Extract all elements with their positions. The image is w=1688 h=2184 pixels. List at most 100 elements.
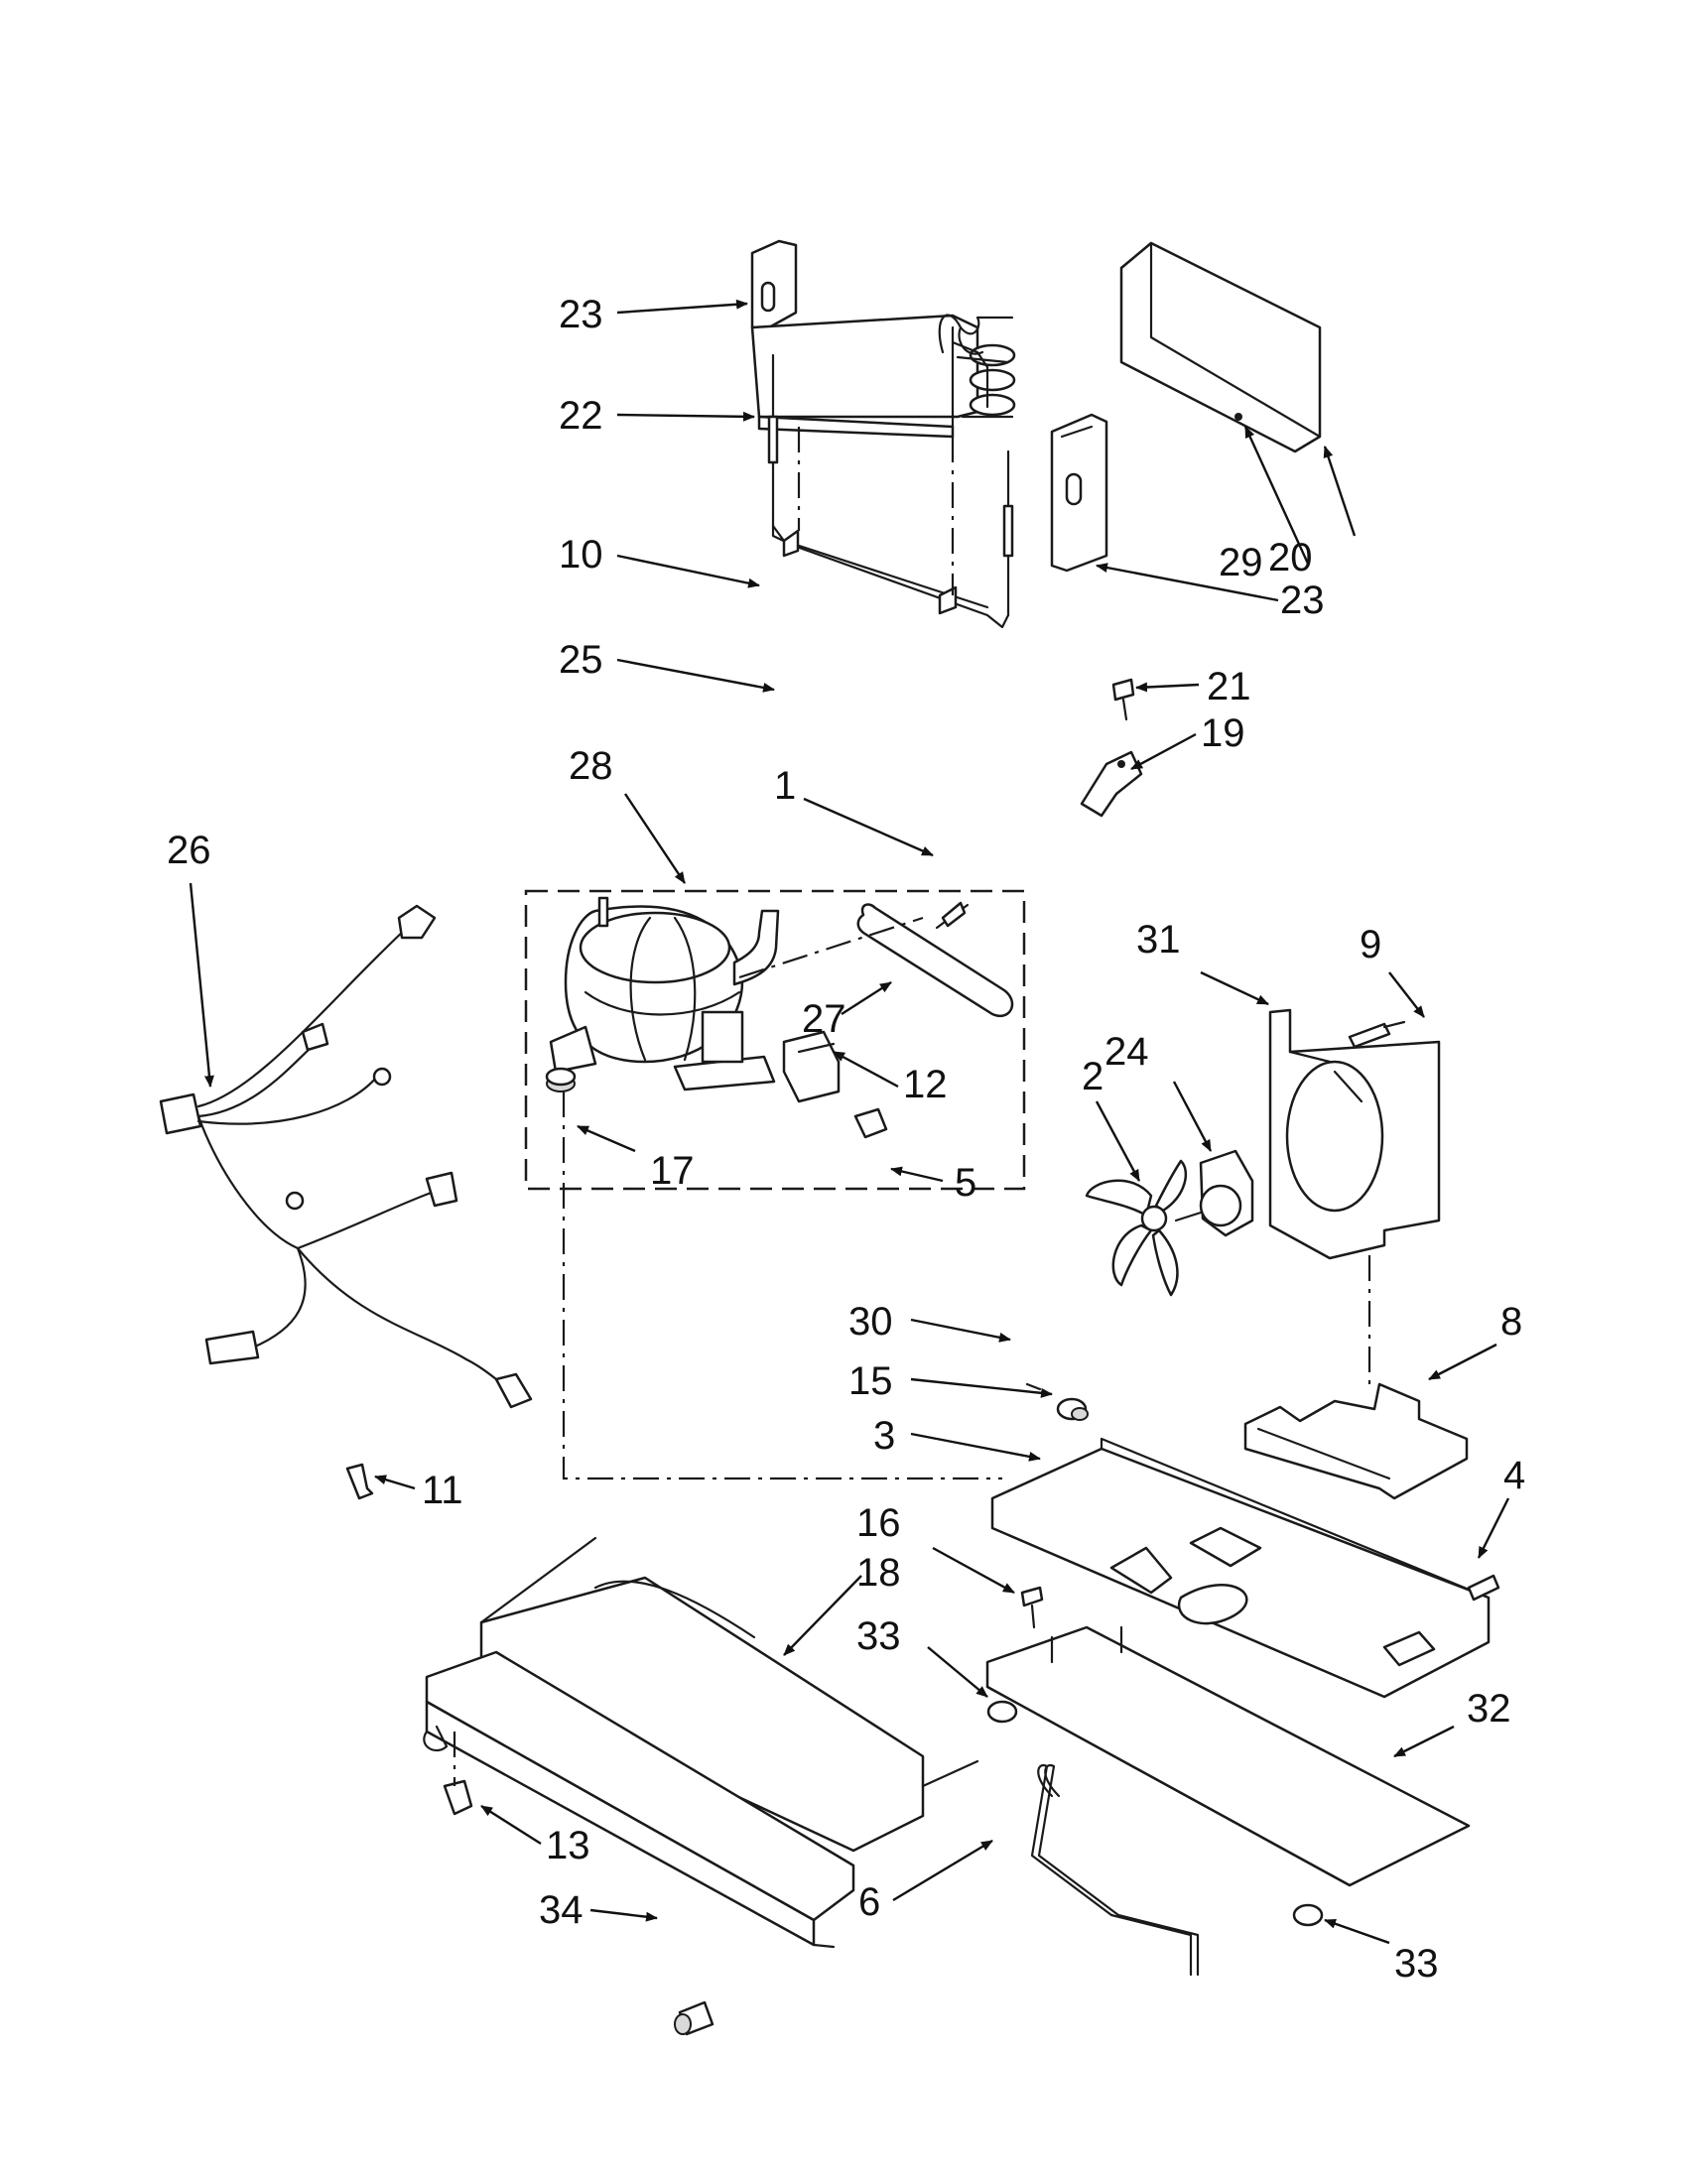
- screw-long: [935, 901, 970, 930]
- leader-9: [1388, 971, 1425, 1018]
- leader-5: [890, 1166, 944, 1183]
- callout-8: 8: [1500, 1300, 1522, 1344]
- callout-17: 17: [650, 1149, 695, 1193]
- leader-8: [1428, 1343, 1497, 1381]
- leader-10: [616, 554, 760, 588]
- callout-33-lower: 33: [1394, 1942, 1439, 1986]
- condenser-clip: [443, 1779, 473, 1816]
- leader-25: [616, 658, 775, 693]
- fan-blade: [1085, 1159, 1188, 1297]
- condenser-coil-tubes: [435, 1725, 449, 1748]
- defrost-heater: [771, 514, 1010, 629]
- leader-12: [833, 1050, 899, 1089]
- leader-33a: [927, 1646, 988, 1698]
- leader-23a: [616, 299, 748, 315]
- evaporator-cover: [1119, 241, 1322, 453]
- shroud-screw: [1348, 1020, 1406, 1049]
- callout-3: 3: [873, 1414, 895, 1458]
- compressor-kit-box: [524, 889, 1026, 1191]
- leader-11: [374, 1475, 416, 1490]
- leader-6: [892, 1839, 993, 1902]
- leader-27: [841, 980, 892, 1016]
- callout-21: 21: [1207, 665, 1251, 708]
- clip-small: [345, 1463, 374, 1500]
- leader-17: [577, 1124, 636, 1153]
- evaporator: [750, 314, 1016, 439]
- defrost-heater-rod: [767, 353, 1014, 617]
- leader-15: [910, 1377, 1053, 1398]
- leader-2: [1095, 1100, 1141, 1182]
- callout-29: 29: [1219, 541, 1263, 584]
- leader-30: [910, 1318, 1011, 1343]
- compressor: [549, 896, 780, 1092]
- base-plate-screw: [1467, 1574, 1500, 1602]
- leader-32: [1393, 1725, 1455, 1758]
- evaporator-tube-bundle: [951, 340, 1014, 419]
- machine-compartment-base: [1243, 1382, 1469, 1500]
- callout-32: 32: [1467, 1687, 1511, 1731]
- callout-2: 2: [1082, 1055, 1104, 1098]
- callout-13: 13: [546, 1824, 590, 1867]
- grommet: [545, 1067, 577, 1092]
- callout-30: 30: [848, 1300, 893, 1344]
- washer: [1025, 1382, 1042, 1391]
- callout-23-right: 23: [1280, 578, 1325, 622]
- leader-1: [803, 797, 934, 857]
- callout-12: 12: [903, 1063, 948, 1106]
- leader-22: [616, 411, 755, 422]
- leader-26: [189, 882, 214, 1088]
- leader-21: [1135, 682, 1200, 693]
- relay: [782, 1030, 841, 1103]
- callout-10: 10: [559, 533, 603, 577]
- callout-20: 20: [1268, 536, 1313, 579]
- callout-28: 28: [569, 744, 613, 788]
- callout-22: 22: [559, 394, 603, 438]
- leader-33b: [1324, 1918, 1390, 1945]
- condenser: [423, 1536, 979, 1949]
- fan-motor: [1174, 1149, 1254, 1237]
- leader-34: [589, 1908, 658, 1922]
- callout-1: 1: [774, 764, 796, 808]
- leader-3: [910, 1432, 1041, 1462]
- drain-pan-foot-front: [986, 1700, 1018, 1724]
- fan-shroud: [1268, 1008, 1441, 1260]
- drier: [856, 903, 1014, 1018]
- callout-23: 23: [559, 293, 603, 336]
- callout-19: 19: [1201, 711, 1245, 755]
- callout-34: 34: [539, 1888, 584, 1932]
- callout-6: 6: [858, 1880, 880, 1924]
- leader-4: [1477, 1497, 1510, 1559]
- callout-4: 4: [1503, 1454, 1525, 1497]
- tubing: [1030, 1763, 1200, 1977]
- leader-24: [1172, 1081, 1213, 1152]
- bumper: [1056, 1397, 1089, 1421]
- leader-19: [1130, 732, 1197, 771]
- leader-28: [624, 793, 686, 884]
- evaporator-bracket-right: [1050, 413, 1108, 573]
- leader-18: [783, 1575, 862, 1656]
- callout-9: 9: [1360, 923, 1381, 966]
- callout-18: 18: [856, 1551, 901, 1595]
- leader-23b: [1096, 563, 1279, 602]
- condenser-foot: [674, 2000, 714, 2036]
- callout-24: 24: [1104, 1030, 1149, 1074]
- assembly-line-c: [738, 916, 924, 979]
- callout-33: 33: [856, 1614, 901, 1658]
- mount-screw: [1020, 1586, 1044, 1629]
- callout-15: 15: [848, 1359, 893, 1403]
- overload: [853, 1107, 888, 1139]
- callout-16: 16: [856, 1501, 901, 1545]
- leader-16: [932, 1546, 1015, 1595]
- leader-29: [1243, 426, 1310, 565]
- leader-20: [1323, 446, 1357, 537]
- callout-25: 25: [559, 638, 603, 682]
- evaporator-bracket-left: [750, 239, 798, 329]
- callout-27: 27: [802, 997, 846, 1041]
- callout-26: 26: [167, 829, 211, 872]
- drain-pan: [985, 1625, 1471, 1887]
- callout-5: 5: [955, 1161, 976, 1205]
- screw: [1111, 678, 1135, 721]
- clip: [1080, 750, 1143, 818]
- assembly-line-d: [562, 1092, 1002, 1480]
